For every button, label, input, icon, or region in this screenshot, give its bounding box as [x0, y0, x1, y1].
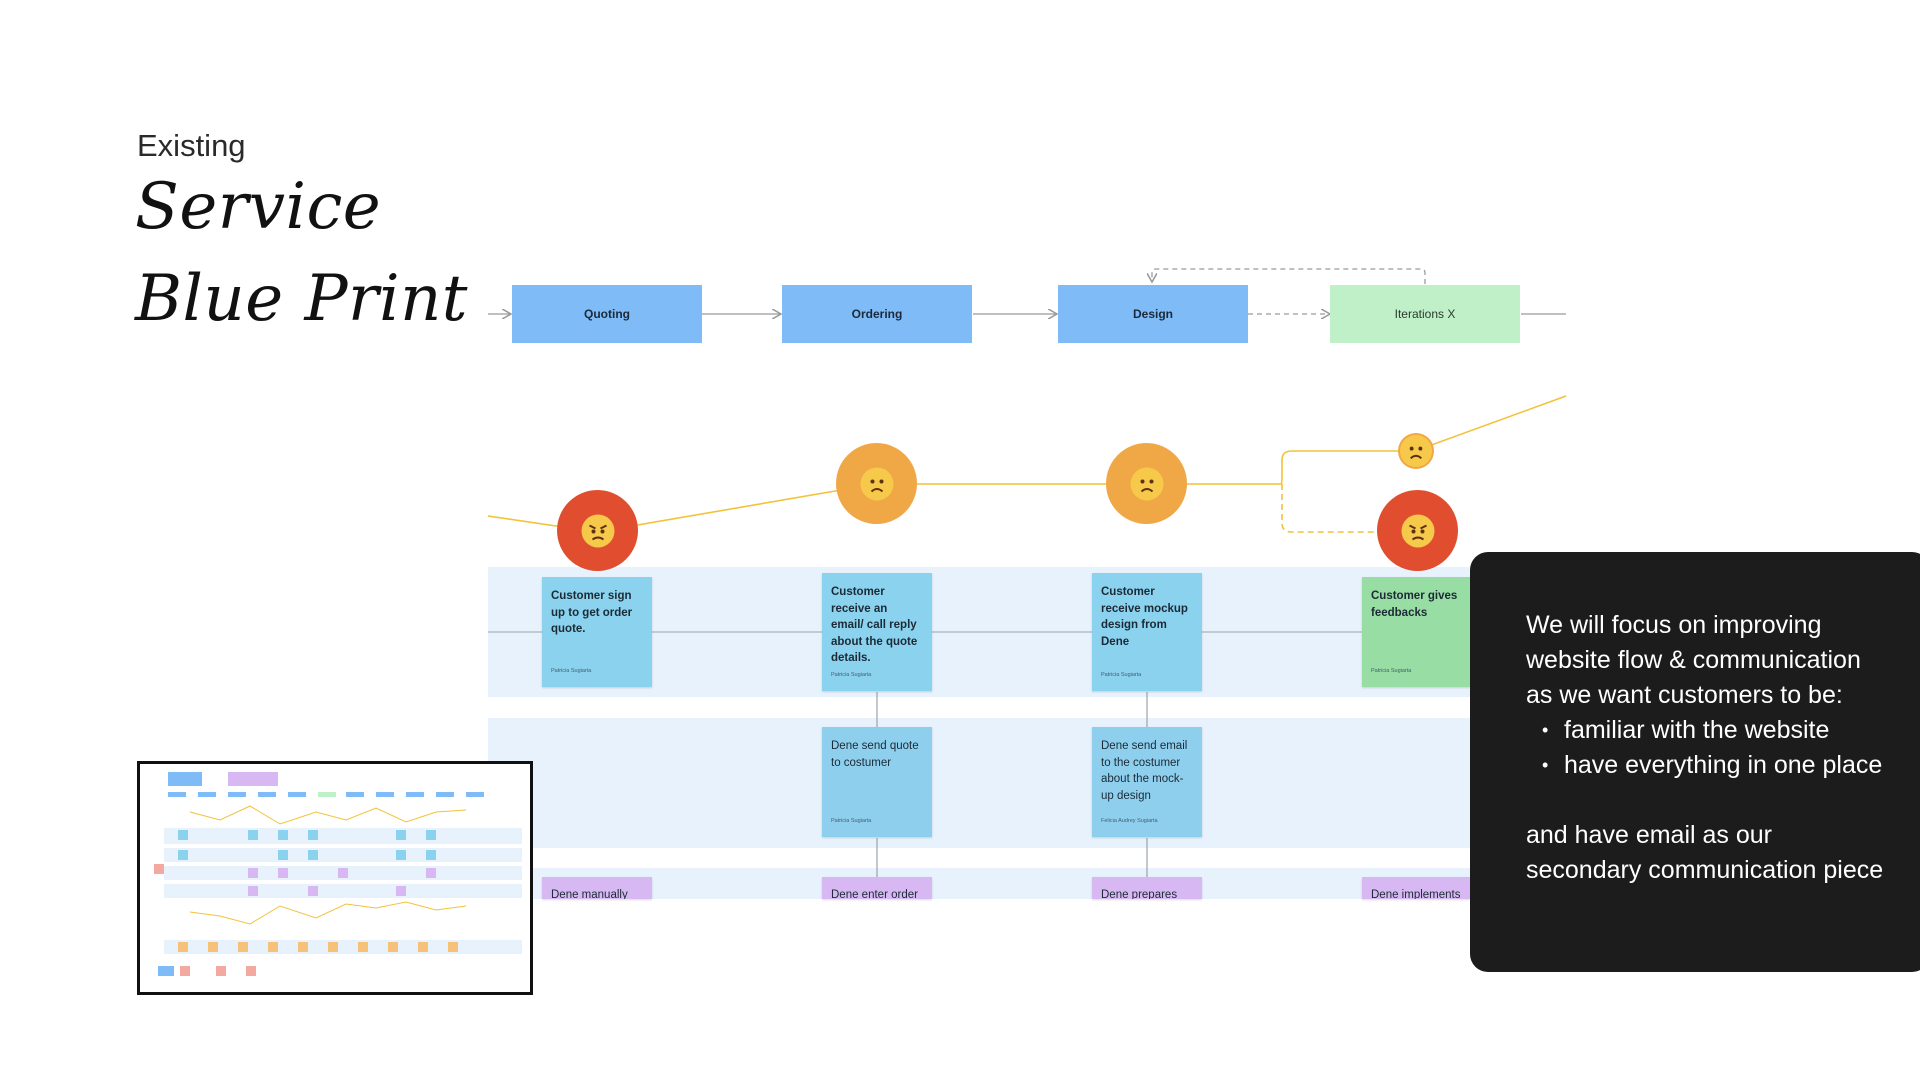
- sticky-author: Patricia Sugiarta: [551, 667, 592, 674]
- callout-bullets: familiar with the website have everythin…: [1526, 713, 1900, 783]
- title-line-1: Service: [135, 170, 382, 244]
- lane-frontstage: [488, 718, 1470, 848]
- callout-bullet: have everything in one place: [1526, 748, 1900, 783]
- callout-line: as we want customers to be:: [1526, 681, 1843, 709]
- blueprint-thumbnail[interactable]: [137, 761, 533, 995]
- callout-bullet: familiar with the website: [1526, 713, 1900, 748]
- emotion-iterations: [1377, 490, 1458, 571]
- sticky-backstage-action[interactable]: Dene implements: [1362, 877, 1470, 899]
- sticky-customer-action[interactable]: Customer receive mockup design from Dene…: [1092, 573, 1202, 691]
- sticky-author: Felicia Audrey Sugiarta: [1101, 817, 1158, 824]
- callout-line: website flow & communication: [1526, 646, 1861, 674]
- sad-face-icon: [1400, 435, 1432, 467]
- sad-face-icon: [1130, 467, 1163, 500]
- focus-callout: We will focus on improving website flow …: [1470, 552, 1920, 972]
- sticky-author: Patricia Sugiarta: [831, 671, 872, 678]
- sticky-customer-action[interactable]: Customer gives feedbacks Patricia Sugiar…: [1362, 577, 1470, 687]
- sticky-backstage-action[interactable]: Dene manually: [542, 877, 652, 899]
- sticky-text: Customer receive mockup design from Dene: [1101, 586, 1188, 648]
- sticky-author: Patricia Sugiarta: [1371, 667, 1412, 674]
- stage-design[interactable]: Design: [1058, 285, 1248, 343]
- callout-line: secondary communication piece: [1526, 856, 1884, 884]
- sticky-customer-action[interactable]: Customer sign up to get order quote. Pat…: [542, 577, 652, 687]
- sticky-text: Customer receive an email/ call reply ab…: [831, 586, 918, 664]
- title-eyebrow: Existing: [137, 128, 246, 163]
- sticky-frontstage-action[interactable]: Dene send email to the costumer about th…: [1092, 727, 1202, 837]
- stage-quoting[interactable]: Quoting: [512, 285, 702, 343]
- stage-ordering[interactable]: Ordering: [782, 285, 972, 343]
- sticky-text: Customer gives feedbacks: [1371, 590, 1458, 619]
- sticky-author: Patricia Sugiarta: [831, 817, 872, 824]
- sticky-frontstage-action[interactable]: Dene send quote to costumer Patricia Sug…: [822, 727, 932, 837]
- emotion-design: [1106, 443, 1187, 524]
- emotion-ordering: [836, 443, 917, 524]
- sticky-text: Customer sign up to get order quote.: [551, 590, 633, 635]
- callout-line: We will focus on improving: [1526, 611, 1822, 639]
- angry-face-icon: [581, 514, 614, 547]
- stage-iterations[interactable]: Iterations X: [1330, 285, 1520, 343]
- sticky-text: Dene send quote to costumer: [831, 740, 919, 769]
- angry-face-icon: [1401, 514, 1434, 547]
- sticky-backstage-action[interactable]: Dene prepares: [1092, 877, 1202, 899]
- sticky-customer-action[interactable]: Customer receive an email/ call reply ab…: [822, 573, 932, 691]
- emotion-iterations-alt: [1398, 433, 1434, 469]
- sticky-backstage-action[interactable]: Dene enter order: [822, 877, 932, 899]
- thumbnail-preview-image: [154, 772, 522, 976]
- sticky-author: Patricia Sugiarta: [1101, 671, 1142, 678]
- sticky-text: Dene send email to the costumer about th…: [1101, 740, 1188, 802]
- callout-line: and have email as our: [1526, 821, 1772, 849]
- title-line-2: Blue Print: [135, 262, 468, 336]
- emotion-quoting: [557, 490, 638, 571]
- sad-face-icon: [860, 467, 893, 500]
